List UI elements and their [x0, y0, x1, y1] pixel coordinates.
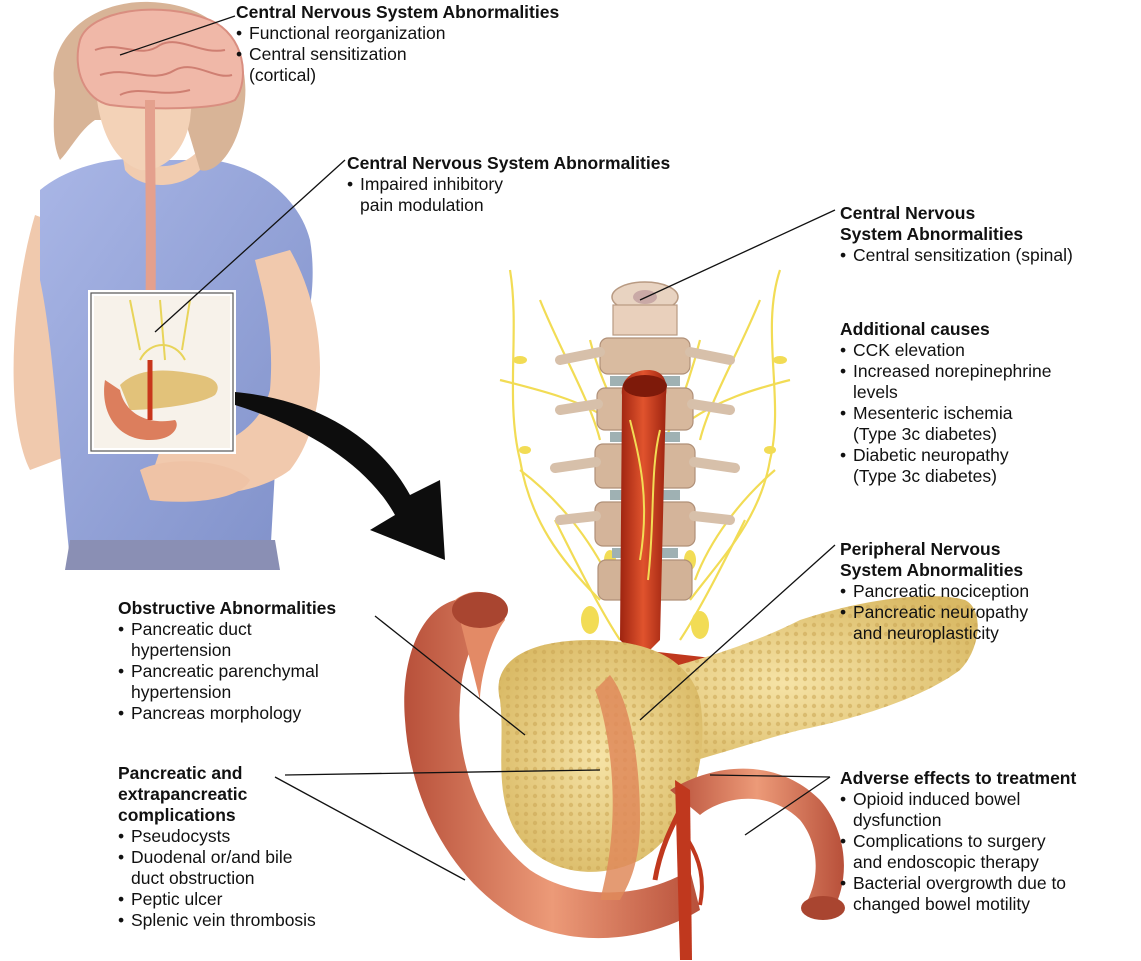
title-line: Pancreatic and	[118, 763, 316, 784]
annotation-title: Additional causes	[840, 319, 1051, 340]
list-item: Central sensitization (spinal)	[840, 245, 1073, 266]
annotation-title: Pancreatic and extrapancreatic complicat…	[118, 763, 316, 826]
item-line: Duodenal or/and bile	[131, 847, 316, 868]
title-line: System Abnormalities	[840, 560, 1029, 581]
title-line: extrapancreatic	[118, 784, 316, 805]
item-line: Pancreatic duct	[131, 619, 336, 640]
item-line: pain modulation	[360, 195, 670, 216]
inset-box	[91, 293, 233, 451]
list-item: Peptic ulcer	[118, 889, 316, 910]
item-line: Bacterial overgrowth due to	[853, 873, 1076, 894]
title-line: System Abnormalities	[840, 224, 1073, 245]
list-item: Functional reorganization	[236, 23, 559, 44]
annotation-title: Central Nervous System Abnormalities	[840, 203, 1073, 245]
annotation-title: Central Nervous System Abnormalities	[236, 2, 559, 23]
item-line: CCK elevation	[853, 340, 1051, 361]
title-line: Central Nervous System Abnormalities	[236, 2, 559, 23]
item-line: Diabetic neuropathy	[853, 445, 1051, 466]
item-line: Splenic vein thrombosis	[131, 910, 316, 931]
item-line: Increased norepinephrine	[853, 361, 1051, 382]
item-line: changed bowel motility	[853, 894, 1076, 915]
title-line: Peripheral Nervous	[840, 539, 1029, 560]
item-line: Pancreas morphology	[131, 703, 336, 724]
list-item: Central sensitization(cortical)	[236, 44, 559, 86]
item-line: Pancreatic nociception	[853, 581, 1029, 602]
annotation-title: Adverse effects to treatment	[840, 768, 1076, 789]
list-item: Pancreas morphology	[118, 703, 336, 724]
title-line: Central Nervous	[840, 203, 1073, 224]
annotation-list: Functional reorganization Central sensit…	[236, 23, 559, 86]
list-item: Diabetic neuropathy(Type 3c diabetes)	[840, 445, 1051, 487]
annotation-cns-cortical: Central Nervous System Abnormalities Fun…	[236, 2, 559, 86]
woman-figure	[14, 2, 320, 570]
item-line: Central sensitization (spinal)	[853, 245, 1073, 266]
item-line: (Type 3c diabetes)	[853, 424, 1051, 445]
list-item: Splenic vein thrombosis	[118, 910, 316, 931]
title-line: Additional causes	[840, 319, 1051, 340]
title-line: complications	[118, 805, 316, 826]
annotation-list: Central sensitization (spinal)	[840, 245, 1073, 266]
item-line: and endoscopic therapy	[853, 852, 1076, 873]
annotation-complications: Pancreatic and extrapancreatic complicat…	[118, 763, 316, 931]
item-line: Mesenteric ischemia	[853, 403, 1051, 424]
annotation-cns-spinal: Central Nervous System Abnormalities Cen…	[840, 203, 1073, 266]
item-line: Pancreatic parenchymal	[131, 661, 336, 682]
annotation-peripheral: Peripheral Nervous System Abnormalities …	[840, 539, 1029, 644]
list-item: Pancreatic nociception	[840, 581, 1029, 602]
item-line: Impaired inhibitory	[360, 174, 670, 195]
annotation-cns-inhibitory: Central Nervous System Abnormalities Imp…	[347, 153, 670, 216]
item-line: Peptic ulcer	[131, 889, 316, 910]
title-line: Obstructive Abnormalities	[118, 598, 336, 619]
list-item: Mesenteric ischemia(Type 3c diabetes)	[840, 403, 1051, 445]
annotation-additional-causes: Additional causes CCK elevation Increase…	[840, 319, 1051, 487]
item-line: Central sensitization	[249, 44, 559, 65]
item-line: dysfunction	[853, 810, 1076, 831]
list-item: Pseudocysts	[118, 826, 316, 847]
annotation-title: Central Nervous System Abnormalities	[347, 153, 670, 174]
list-item: CCK elevation	[840, 340, 1051, 361]
item-line: hypertension	[131, 640, 336, 661]
item-line: Functional reorganization	[249, 23, 559, 44]
annotation-title: Obstructive Abnormalities	[118, 598, 336, 619]
item-line: duct obstruction	[131, 868, 316, 889]
annotation-title: Peripheral Nervous System Abnormalities	[840, 539, 1029, 581]
item-line: Pseudocysts	[131, 826, 316, 847]
item-line: and neuroplasticity	[853, 623, 1029, 644]
annotation-list: Pancreatic nociception Pancreatic neurop…	[840, 581, 1029, 644]
item-line: hypertension	[131, 682, 336, 703]
title-line: Adverse effects to treatment	[840, 768, 1076, 789]
item-line: levels	[853, 382, 1051, 403]
item-line: Pancreatic neuropathy	[853, 602, 1029, 623]
annotation-adverse-effects: Adverse effects to treatment Opioid indu…	[840, 768, 1076, 915]
item-line: (cortical)	[249, 65, 559, 86]
item-line: Complications to surgery	[853, 831, 1076, 852]
annotation-list: CCK elevation Increased norepinephrinele…	[840, 340, 1051, 487]
item-line: (Type 3c diabetes)	[853, 466, 1051, 487]
title-line: Central Nervous System Abnormalities	[347, 153, 670, 174]
annotation-obstructive: Obstructive Abnormalities Pancreatic duc…	[118, 598, 336, 724]
item-line: Opioid induced bowel	[853, 789, 1076, 810]
